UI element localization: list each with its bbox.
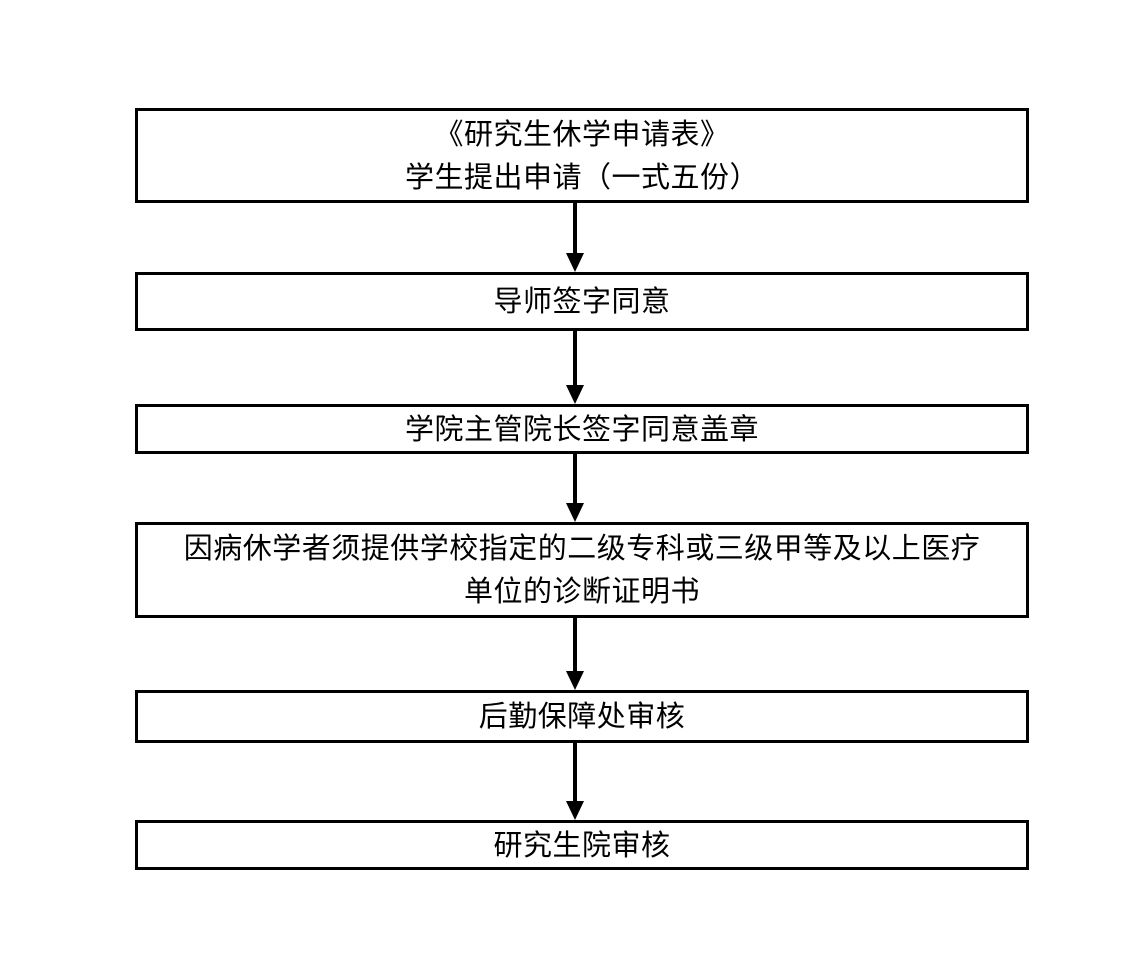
arrow-shaft-icon [573,618,577,671]
arrow-head-icon [566,801,584,820]
flow-node-step-4-line-2: 单位的诊断证明书 [463,574,700,608]
flow-node-step-5-line-1: 后勤保障处审核 [478,699,686,733]
arrow-head-icon [566,253,584,272]
flow-node-step-1-line-1: 《研究生休学申请表》 [434,116,730,151]
arrow-head-icon [566,503,584,522]
arrow-shaft-icon [573,331,577,385]
flow-node-step-3[interactable]: 学院主管院长签字同意盖章 [135,404,1029,454]
flow-edge-2-arrow-down [566,331,584,404]
arrow-shaft-icon [573,743,577,801]
arrow-head-icon [566,385,584,404]
flow-node-step-1-line-2: 学生提出申请（一式五份） [404,159,759,194]
flow-node-step-5[interactable]: 后勤保障处审核 [135,690,1029,743]
flow-node-step-6[interactable]: 研究生院审核 [135,820,1029,870]
flow-node-step-3-line-1: 学院主管院长签字同意盖章 [404,411,759,446]
flow-node-step-4-line-1: 因病休学者须提供学校指定的二级专科或三级甲等及以上医疗 [183,531,981,565]
arrow-shaft-icon [573,454,577,503]
arrow-head-icon [566,671,584,690]
arrow-shaft-icon [573,203,577,253]
flow-node-step-6-line-1: 研究生院审核 [493,827,671,862]
flow-node-step-2-line-1: 导师签字同意 [493,284,671,318]
flow-node-step-1[interactable]: 《研究生休学申请表》 学生提出申请（一式五份） [135,108,1029,203]
flow-edge-5-arrow-down [566,743,584,820]
flow-edge-1-arrow-down [566,203,584,272]
flow-edge-3-arrow-down [566,454,584,522]
flow-edge-4-arrow-down [566,618,584,690]
flow-node-step-4[interactable]: 因病休学者须提供学校指定的二级专科或三级甲等及以上医疗 单位的诊断证明书 [135,522,1029,618]
flow-node-step-2[interactable]: 导师签字同意 [135,272,1029,331]
